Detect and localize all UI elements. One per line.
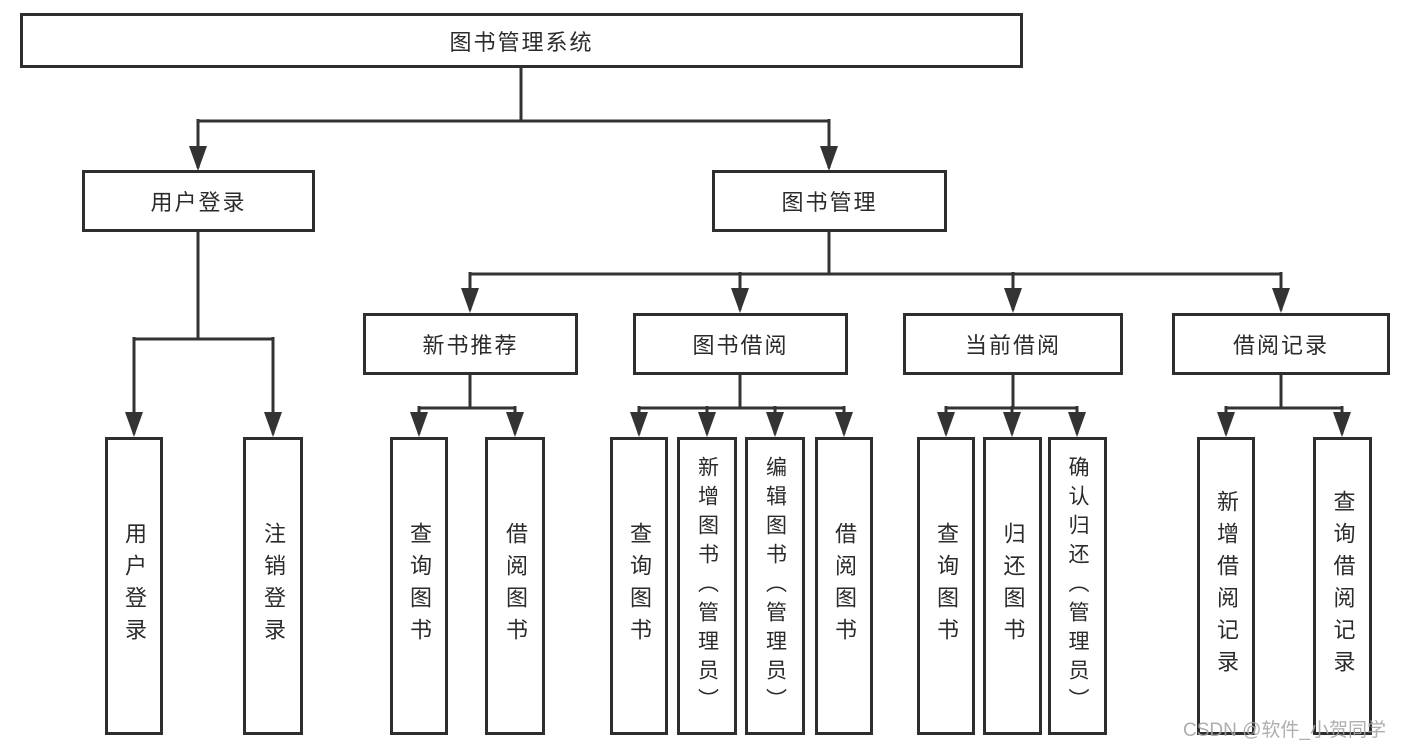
node-borrowing-records: 借阅记录 bbox=[1172, 313, 1390, 375]
node-new-book-recommend: 新书推荐 bbox=[363, 313, 578, 375]
leaf-add-borrow-record: 新增借阅记录 bbox=[1197, 437, 1255, 735]
node-current-borrowing: 当前借阅 bbox=[903, 313, 1123, 375]
leaf-borrow-books: 借阅图书 bbox=[815, 437, 873, 735]
node-book-management: 图书管理 bbox=[712, 170, 947, 232]
leaf-query-books-recommend: 查询图书 bbox=[390, 437, 448, 735]
leaf-return-books: 归还图书 bbox=[983, 437, 1042, 735]
leaf-query-books-current: 查询图书 bbox=[917, 437, 975, 735]
leaf-query-borrow-record: 查询借阅记录 bbox=[1313, 437, 1372, 735]
node-user-login: 用户登录 bbox=[82, 170, 315, 232]
leaf-user-login: 用户登录 bbox=[105, 437, 163, 735]
leaf-add-books-admin: 新增图书（管理员） bbox=[677, 437, 737, 735]
leaf-logout: 注销登录 bbox=[243, 437, 303, 735]
node-library-management-system: 图书管理系统 bbox=[20, 13, 1023, 68]
leaf-edit-books-admin: 编辑图书（管理员） bbox=[745, 437, 805, 735]
leaf-confirm-return-admin: 确认归还（管理员） bbox=[1048, 437, 1107, 735]
csdn-watermark: CSDN @软件_小贺同学 bbox=[1183, 720, 1386, 741]
leaf-query-books-borrowing: 查询图书 bbox=[610, 437, 668, 735]
leaf-borrow-books-recommend: 借阅图书 bbox=[485, 437, 545, 735]
node-book-borrowing: 图书借阅 bbox=[633, 313, 848, 375]
